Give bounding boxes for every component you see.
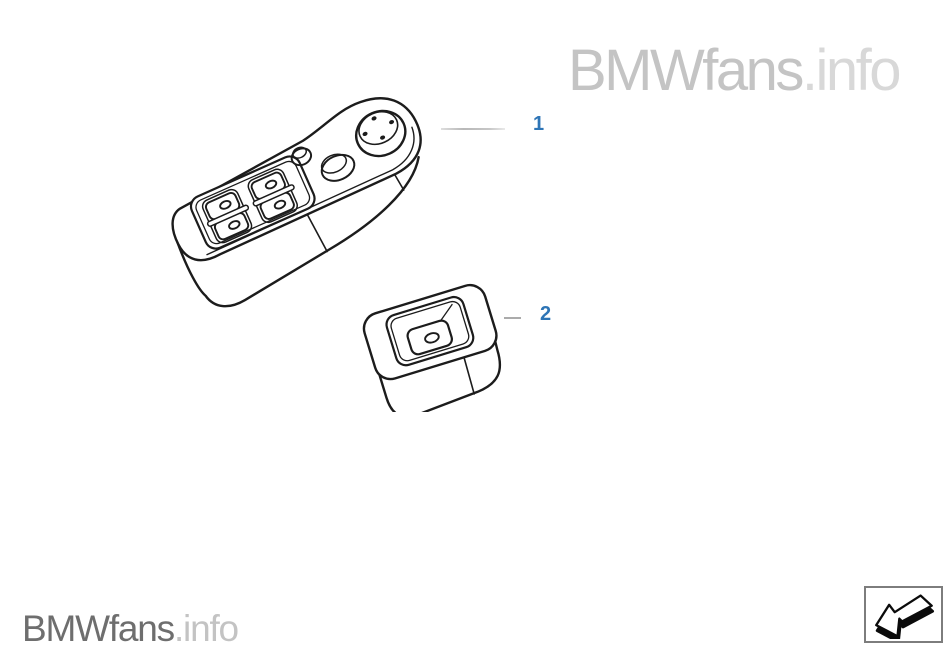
site-logo-brand-text: BMWfans [22,608,175,649]
leader-line-1 [441,128,505,130]
back-button[interactable] [864,586,943,643]
mirror-select-button [320,153,356,182]
master-window-switch-drawing[interactable] [140,84,452,316]
mirror-adjust-knob [355,109,407,158]
single-window-switch-illustration [362,283,502,412]
watermark-tld-text: .info [801,38,902,103]
watermark-brand-text: BMWfans [568,38,804,103]
back-arrow-icon [875,594,935,639]
switch-housing-body [370,330,502,412]
master-window-switch-illustration [171,97,422,308]
callout-number-1[interactable]: 1 [533,113,545,135]
callout-number-2[interactable]: 2 [540,303,552,325]
leader-line-2 [504,317,521,319]
window-rocker-switches [201,168,298,244]
watermark-top-right: BMWfans.info [568,42,902,100]
site-logo-tld-text: .info [173,608,239,649]
single-window-switch-drawing[interactable] [348,278,510,412]
lock-button [290,146,313,167]
window-rocker-switch [406,319,453,356]
switch-panel-body [176,155,420,308]
site-logo[interactable]: BMWfans.info [22,608,239,649]
